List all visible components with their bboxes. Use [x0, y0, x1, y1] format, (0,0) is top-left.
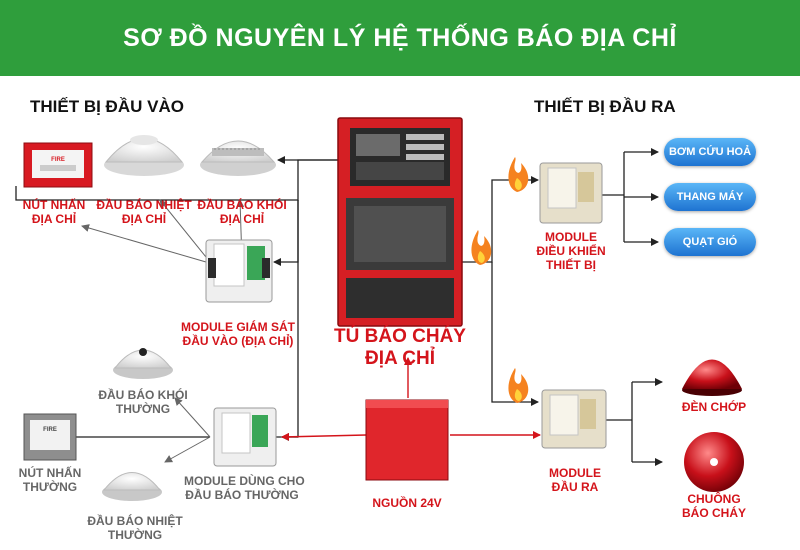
power-supply-box — [365, 399, 449, 481]
monitor-to-mcp — [81, 224, 207, 263]
loop-wire-vertical — [275, 200, 299, 438]
title-banner — [0, 0, 800, 76]
conv-to-smoke — [174, 397, 211, 438]
strobe-light — [682, 359, 742, 396]
monitor-to-heat — [159, 199, 211, 263]
page-title: SƠ ĐỒ NGUYÊN LÝ HỆ THỐNG BÁO ĐỊA CHỈ — [123, 24, 677, 52]
label-strobe: ĐÈN CHỚP — [681, 400, 747, 414]
equipment-fire-pump: BƠM CỨU HOẢ — [664, 138, 756, 166]
fire-alarm-panel — [337, 117, 463, 327]
fire-bell — [684, 432, 744, 492]
control-module — [539, 162, 603, 224]
wiring-lines — [15, 148, 663, 466]
smoke-detector-conventional — [113, 348, 173, 379]
flame-icon — [471, 230, 492, 265]
wire-to-monitor-module — [273, 200, 299, 266]
label-power-supply: NGUỒN 24V — [372, 496, 442, 510]
smoke-detector-addressable — [200, 140, 276, 176]
wire-to-output-module — [491, 262, 539, 406]
manual-call-point-conventional: FIRE — [23, 413, 77, 461]
inputs-heading: THIẾT BỊ ĐẦU VÀO — [30, 97, 184, 116]
heat-detector-addressable — [104, 135, 184, 176]
heat-detector-conventional — [102, 472, 162, 501]
monitor-module — [205, 239, 273, 303]
flame-icon — [508, 157, 529, 192]
output-module — [541, 389, 607, 449]
conv-to-heat — [164, 436, 211, 463]
outputs-heading: THIẾT BỊ ĐẦU RA — [534, 97, 676, 116]
svg-text:FIRE: FIRE — [51, 157, 65, 163]
equipment-elevator: THANG MÁY — [664, 183, 756, 211]
conventional-zone-module — [213, 407, 277, 467]
flame-icon — [508, 368, 529, 403]
equipment-fan: QUẠT GIÓ — [664, 228, 756, 256]
svg-text:FIRE: FIRE — [43, 427, 57, 433]
power-to-conv-module — [281, 432, 367, 441]
manual-call-point-addressable: FIRE — [23, 142, 93, 188]
